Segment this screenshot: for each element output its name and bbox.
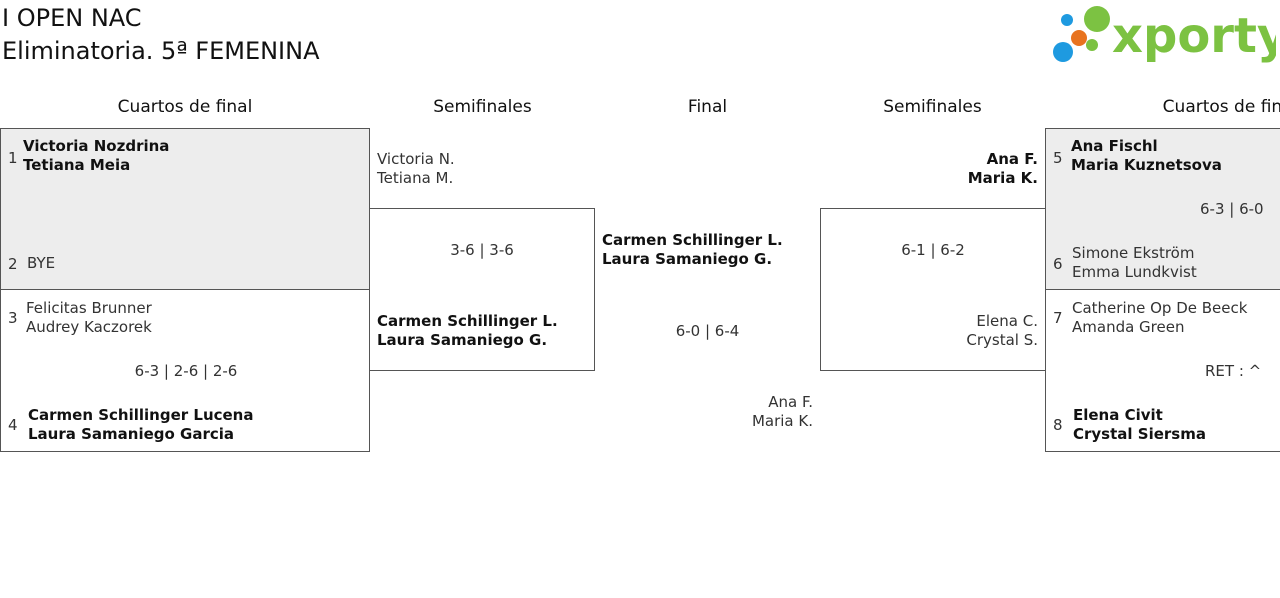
round-label-left-qf: Cuartos de final <box>117 97 253 117</box>
player-name: Victoria N. <box>377 150 455 168</box>
player-name: Carmen Schillinger L. <box>377 312 558 330</box>
match-score: 6-3 | 6-0 <box>1200 200 1264 218</box>
round-label-left-sf: Semifinales <box>433 97 532 117</box>
left-qf-match-1[interactable]: 1 Victoria Nozdrina Tetiana Meia 2 BYE <box>0 128 370 290</box>
player-name: Emma Lundkvist <box>1072 263 1197 281</box>
round-label-final: Final <box>687 97 728 117</box>
player-name: Simone Ekström <box>1072 244 1195 262</box>
player-name: Maria K. <box>751 412 813 430</box>
player-name: Felicitas Brunner <box>26 299 152 317</box>
category-title: Eliminatoria. 5ª FEMENINA <box>2 37 320 65</box>
player-name: Crystal Siersma <box>1073 425 1206 443</box>
player-name: Maria Kuznetsova <box>1071 156 1222 174</box>
player-name: Laura Samaniego Garcia <box>28 425 235 443</box>
player-name: Laura Samaniego G. <box>602 250 773 268</box>
match-score: 3-6 | 3-6 <box>450 241 514 259</box>
player-name: Catherine Op De Beeck <box>1072 299 1248 317</box>
left-qf-match-2[interactable]: 3 Felicitas Brunner Audrey Kaczorek 6-3 … <box>0 289 370 452</box>
player-name: Carmen Schillinger L. <box>602 231 783 249</box>
seed-number: 3 <box>8 309 18 327</box>
right-sf-match[interactable]: 6-1 | 6-2 Elena C. Crystal S. <box>820 208 1046 371</box>
player-name: Victoria Nozdrina <box>23 137 170 155</box>
round-label-right-sf: Semifinales <box>883 97 982 117</box>
player-name: Elena C. <box>976 312 1038 330</box>
right-qf-match-2[interactable]: 7 Catherine Op De Beeck Amanda Green RET… <box>1045 289 1280 452</box>
retirement-status: RET : ^ <box>1205 362 1262 380</box>
player-name: BYE <box>27 254 56 272</box>
seed-number: 7 <box>1053 309 1063 327</box>
player-name: Laura Samaniego G. <box>377 331 548 349</box>
round-label-right-qf: Cuartos de final <box>1162 97 1280 117</box>
player-name: Audrey Kaczorek <box>26 318 152 336</box>
seed-number: 4 <box>8 416 18 434</box>
left-sf-match[interactable]: 3-6 | 3-6 Carmen Schillinger L. Laura Sa… <box>369 208 595 371</box>
player-name: Maria K. <box>967 169 1038 187</box>
seed-number: 8 <box>1053 416 1063 434</box>
seed-number: 5 <box>1053 149 1063 167</box>
xporty-logo-icon: xporty <box>1053 6 1280 64</box>
seed-number: 2 <box>8 255 18 273</box>
right-qf-match-1[interactable]: 5 Ana Fischl Maria Kuznetsova 6-3 | 6-0 … <box>1045 128 1280 290</box>
player-name: Ana F. <box>986 150 1038 168</box>
player-name: Tetiana Meia <box>23 156 131 174</box>
player-name: Carmen Schillinger Lucena <box>28 406 254 424</box>
seed-number: 6 <box>1053 255 1063 273</box>
player-name: Tetiana M. <box>377 169 454 187</box>
xporty-logo[interactable]: xporty <box>1050 4 1280 66</box>
final-score: 6-0 | 6-4 <box>675 322 740 340</box>
match-score: 6-1 | 6-2 <box>901 241 965 259</box>
seed-number: 1 <box>8 149 18 167</box>
player-name: Crystal S. <box>966 331 1038 349</box>
player-name: Ana F. <box>768 393 813 411</box>
player-name: Ana Fischl <box>1071 137 1158 155</box>
match-score: 6-3 | 2-6 | 2-6 <box>134 362 238 380</box>
player-name: Elena Civit <box>1073 406 1163 424</box>
player-name: Amanda Green <box>1072 318 1185 336</box>
tournament-title: I OPEN NAC <box>2 4 142 32</box>
xporty-logo-text: xporty <box>1112 8 1276 64</box>
